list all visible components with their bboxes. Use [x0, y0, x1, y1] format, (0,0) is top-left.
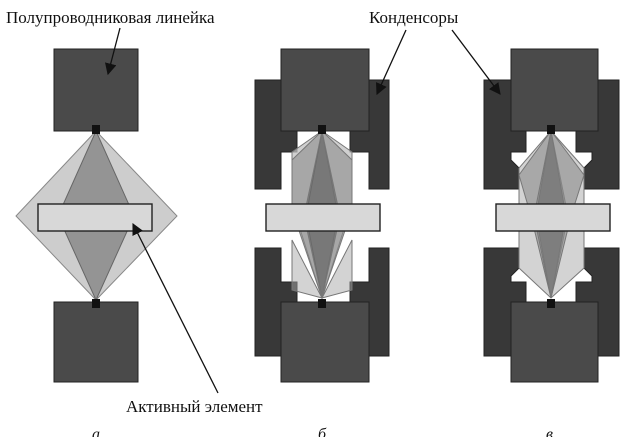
panel-a-top-laser-bar — [53, 48, 139, 132]
panel-a-sublabel: а — [92, 426, 100, 437]
panel-b-sublabel: б — [318, 426, 327, 437]
active-element-arrow — [132, 222, 219, 394]
panel-b-beam-lower — [291, 239, 353, 300]
laser-bar-arrow — [104, 27, 121, 76]
panel-b-top-laser-bar — [280, 48, 370, 132]
condensers-arrow-c — [451, 29, 501, 95]
panel-a — [15, 48, 178, 383]
panel-a-top-emitter — [92, 125, 100, 134]
laser-bar-label: Полупроводниковая линейка — [6, 8, 215, 27]
condensers-label: Конденсоры — [369, 8, 459, 27]
panel-b-bottom-laser-bar — [280, 301, 370, 383]
active-element-label: Активный элемент — [126, 397, 263, 416]
panel-c — [483, 48, 620, 383]
panel-b-active-element — [265, 203, 381, 232]
panel-b — [254, 48, 390, 383]
panel-c-active-element — [495, 203, 611, 232]
panel-b-bottom-emitter — [318, 299, 326, 308]
panel-c-bottom-emitter — [547, 299, 555, 308]
panel-c-top-emitter — [547, 125, 555, 134]
panel-a-bottom-emitter — [92, 299, 100, 308]
panel-c-sublabel: в — [546, 426, 553, 437]
panel-c-top-laser-bar — [510, 48, 599, 132]
panel-c-bottom-laser-bar — [510, 301, 599, 383]
panel-a-bottom-laser-bar — [53, 301, 139, 383]
condensers-arrow-b — [376, 29, 407, 96]
panel-b-top-emitter — [318, 125, 326, 134]
